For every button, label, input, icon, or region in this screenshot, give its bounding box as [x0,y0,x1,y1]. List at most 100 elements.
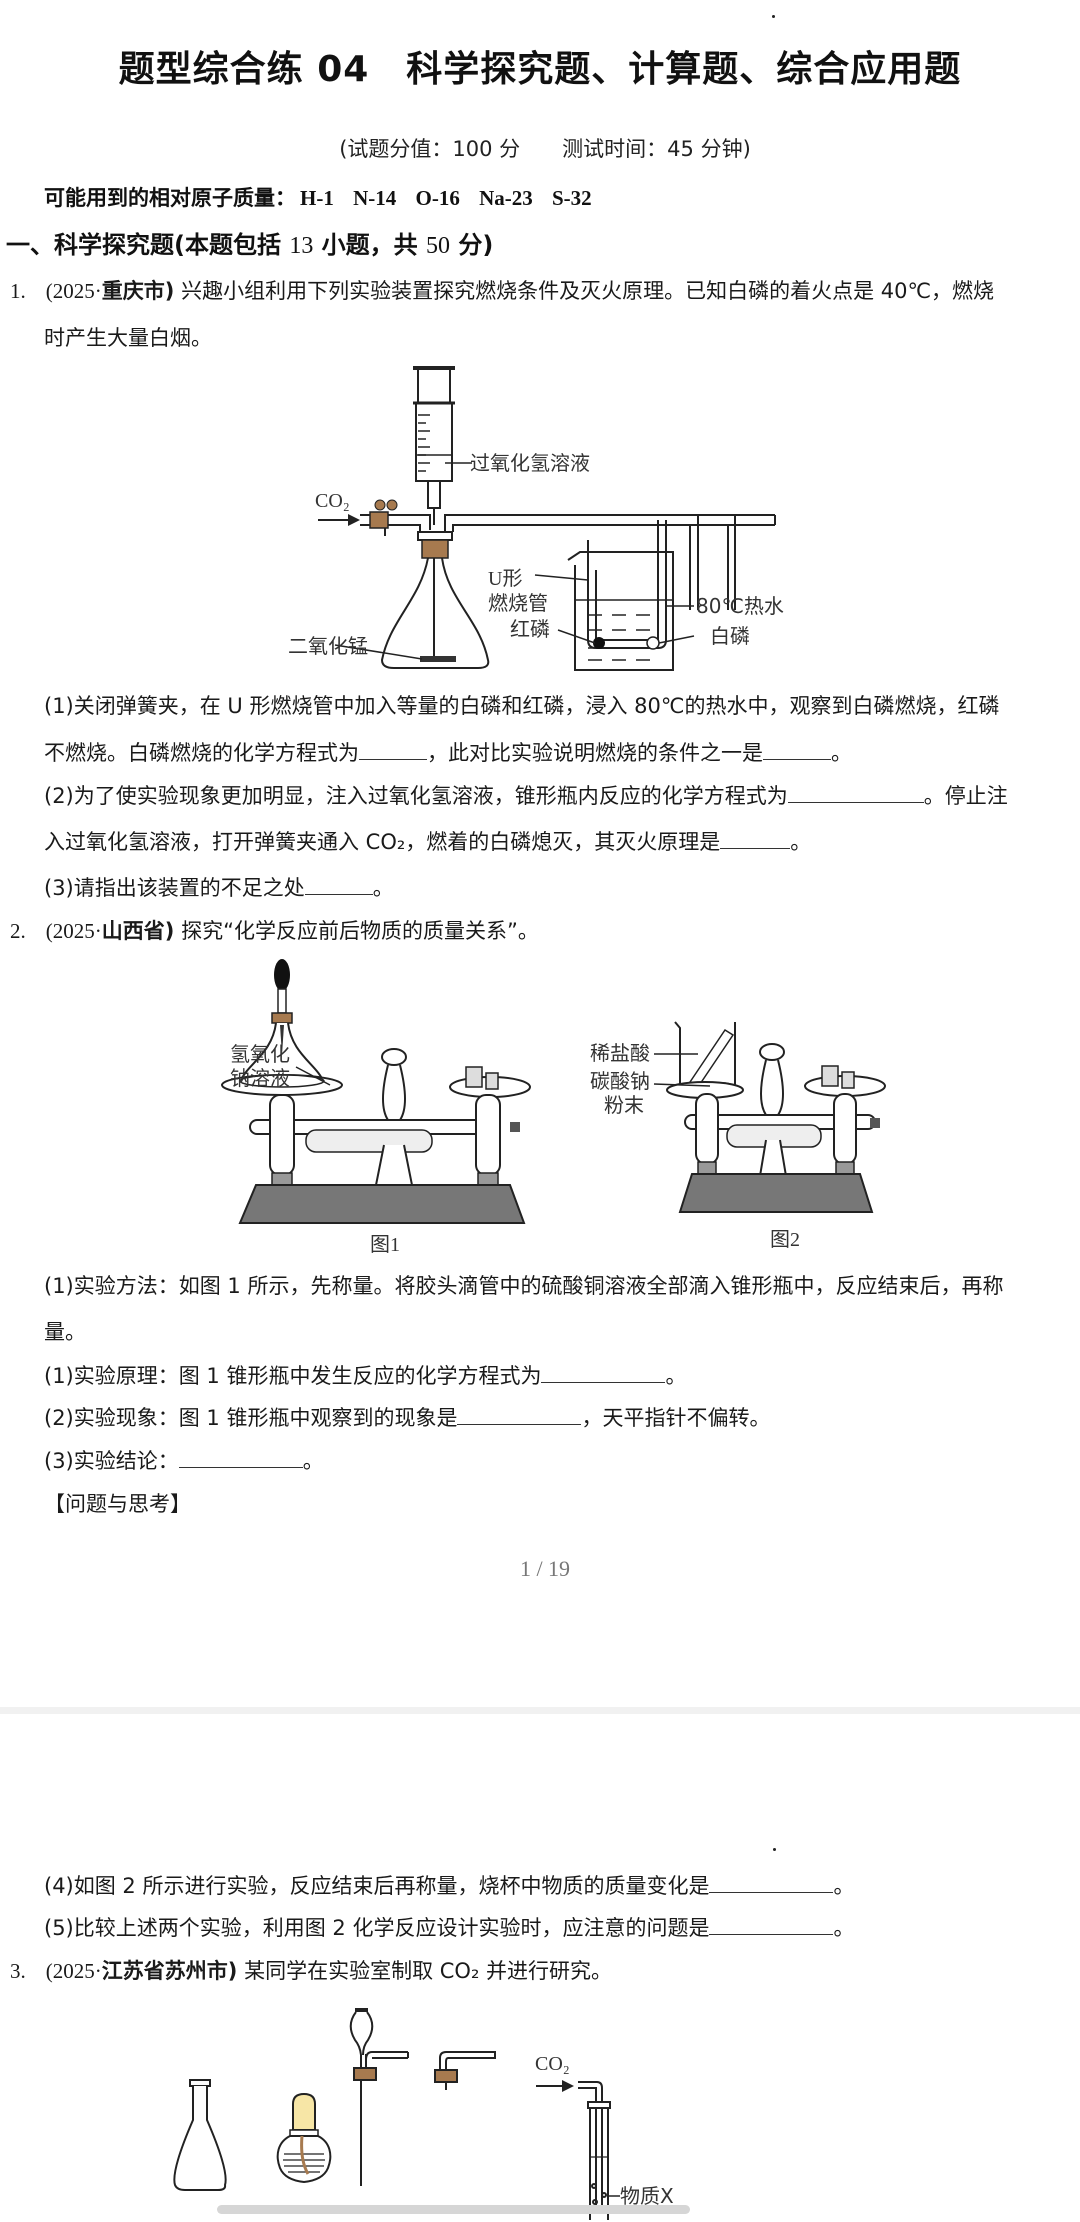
label-substance-x: 物质X [620,2184,674,2208]
text: 。 [833,1916,855,1940]
q1-part3: (3)请指出该装置的不足之处。 [44,872,394,902]
question-stem: 兴趣小组利用下列实验装置探究燃烧条件及灭火原理。已知白磷的着火点是 40℃，燃烧 [181,279,995,303]
q1-part1-line2: 不燃烧。白磷燃烧的化学方程式为，此对比实验说明燃烧的条件之一是。 [44,737,852,767]
page-title: 题型综合练 04 科学探究题、计算题、综合应用题 [118,49,962,90]
label-naoh-2: 钠溶液 [230,1066,290,1090]
text: (1)实验原理：图 1 锥形瓶中发生反应的化学方程式为 [44,1364,542,1388]
document-page-2: (4)如图 2 所示进行实验，反应结束后再称量，烧杯中物质的质量变化是。 (5)… [0,1714,1080,2222]
document-page-1: 题型综合练 04 科学探究题、计算题、综合应用题 (试题分值：100 分 测试时… [6,15,1008,1581]
balance-scale-icon [238,1048,531,1224]
text: (4)如图 2 所示进行实验，反应结束后再称量，烧杯中物质的质量变化是 [44,1874,710,1898]
conical-flask-icon [173,2079,227,2191]
q2-method-line1: (1)实验方法：如图 1 所示，先称量。将胶头滴管中的硫酸铜溶液全部滴入锥形瓶中… [44,1274,1004,1298]
dropper-bulb-icon [274,959,290,991]
answer-blank[interactable] [457,1404,582,1425]
label-mno2: 二氧化锰 [288,634,368,658]
text: 不燃烧。白磷燃烧的化学方程式为 [44,741,359,765]
text: 。停止注 [923,784,1008,808]
answer-blank[interactable] [787,782,924,803]
answer-blank[interactable] [709,1914,834,1935]
answer-blank[interactable] [304,874,373,895]
section-score: 50 [426,233,451,259]
question-stem: 探究“化学反应前后物质的质量关系”。 [181,919,539,943]
question-source-year: (2025· [45,279,102,303]
q2-part5: (5)比较上述两个实验，利用图 2 化学反应设计实验时，应注意的问题是 。 [44,1912,854,1942]
q1-stem-line1: 1. (2025·重庆市) 兴趣小组利用下列实验装置探究燃烧条件及灭火原理。已知… [10,275,994,305]
answer-blank[interactable] [709,1872,834,1893]
alcohol-lamp-icon [276,2092,332,2184]
label-combustion-tube: 燃烧管 [488,591,548,615]
text: ，此对比实验说明燃烧的条件之一是 [427,741,763,765]
section-prefix: 一、科学探究题(本题包括 [6,231,290,259]
text: 。 [790,830,812,854]
white-phosphorus-icon [646,636,660,650]
question-source-year: (2025· [45,1959,102,1983]
q2-think-heading: 【问题与思考】 [44,1492,191,1516]
syringe-icon [413,366,455,525]
answer-blank[interactable] [178,1447,303,1468]
atomic-mass-line: 可能用到的相对原子质量：H-1 N-14 O-16 Na-23 S-32 [44,182,592,212]
section-count: 13 [289,233,314,259]
u-tube-icon [587,520,667,649]
question-source-place: 江苏省苏州市) [101,1959,238,1983]
question-number: 3. [10,1959,26,1983]
spring-clip-icon [369,511,389,529]
stopper-with-tube-icon [434,2051,496,2090]
question-number: 2. [10,919,26,943]
question-stem: 某同学在实验室制取 CO₂ 并进行研究。 [244,1959,613,1983]
figure-1-caption: 图1 [370,1234,400,1256]
text: (2)为了使实验现象更加明显，注入过氧化氢溶液，锥形瓶内反应的化学方程式为 [44,784,788,808]
label-white-phosphorus: 白磷 [710,624,750,648]
text: (5)比较上述两个实验，利用图 2 化学反应设计实验时，应注意的问题是 [44,1916,710,1940]
section-mid: 小题，共 [313,231,427,259]
answer-blank[interactable] [720,828,791,849]
atomic-mass-values: H-1 N-14 O-16 Na-23 S-32 [300,186,592,210]
atomic-mass-label: 可能用到的相对原子质量： [44,186,296,210]
q1-part1-line1: (1)关闭弹簧夹，在 U 形燃烧管中加入等量的白磷和红磷，浸入 80℃的热水中，… [44,694,1000,718]
text: ，天平指针不偏转。 [581,1406,771,1430]
red-phosphorus-icon [593,637,605,649]
answer-blank[interactable] [541,1362,666,1383]
co2-apparatus-figure: CO₂ 物质X [173,2008,674,2220]
answer-blank[interactable] [359,739,427,760]
text: 入过氧化氢溶液，打开弹簧夹通入 CO₂，燃着的白磷熄灭，其灭火原理是 [44,830,721,854]
horizontal-scrollbar[interactable] [217,2205,690,2214]
q1-stem-line2: 时产生大量白烟。 [44,326,212,350]
beaker-icon [567,551,674,671]
text: (3)实验结论： [44,1449,179,1473]
label-co2: CO₂ [535,2053,570,2075]
section-suffix: 分) [450,231,494,259]
label-naoh-1: 氢氧化 [230,1042,290,1066]
separatory-funnel-icon [349,2008,409,2186]
q1-part2-line1: (2)为了使实验现象更加明显，注入过氧化氢溶液，锥形瓶内反应的化学方程式为 。停止… [44,780,1008,810]
q2-method-line2: 量。 [44,1320,86,1344]
label-co2: CO₂ [315,490,350,512]
question-source-year: (2025· [45,919,102,943]
q2-conclusion: (3)实验结论： 。 [44,1445,324,1475]
label-hot-water: 80℃热水 [696,594,784,618]
label-h2o2: 过氧化氢溶液 [470,451,590,475]
text: 。 [833,1874,855,1898]
label-hcl: 稀盐酸 [590,1041,650,1065]
page-number: 1 / 19 [519,1556,571,1581]
q2-principle: (1)实验原理：图 1 锥形瓶中发生反应的化学方程式为。 [44,1360,686,1390]
question-number: 1. [10,279,26,303]
combustion-apparatus-figure: 过氧化氢溶液 CO₂ 二氧化锰 [288,366,784,671]
text: 。 [372,876,394,900]
text: (2)实验现象：图 1 锥形瓶中观察到的现象是 [44,1406,458,1430]
label-na2co3-2: 粉末 [604,1093,644,1117]
test-tube-icon [578,2081,611,2220]
scan-speck [773,1848,776,1851]
section-heading: 一、科学探究题(本题包括 13 小题，共 50 分) [6,225,493,260]
answer-blank[interactable] [763,739,831,760]
label-u-tube: U形 [488,567,522,590]
question-source-place: 重庆市) [101,279,175,303]
q2-part4: (4)如图 2 所示进行实验，反应结束后再称量，烧杯中物质的质量变化是 。 [44,1870,854,1900]
q2-stem: 2. (2025·山西省) 探究“化学反应前后物质的质量关系”。 [10,915,539,945]
page-separator [0,1707,1080,1714]
q1-part2-line2: 入过氧化氢溶液，打开弹簧夹通入 CO₂，燃着的白磷熄灭，其灭火原理是 。 [44,826,811,856]
label-red-phosphorus: 红磷 [510,617,550,641]
q2-phenomenon: (2)实验现象：图 1 锥形瓶中观察到的现象是 ，天平指针不偏转。 [44,1402,770,1432]
text: 。 [302,1449,324,1473]
figure-2-caption: 图2 [770,1229,800,1251]
